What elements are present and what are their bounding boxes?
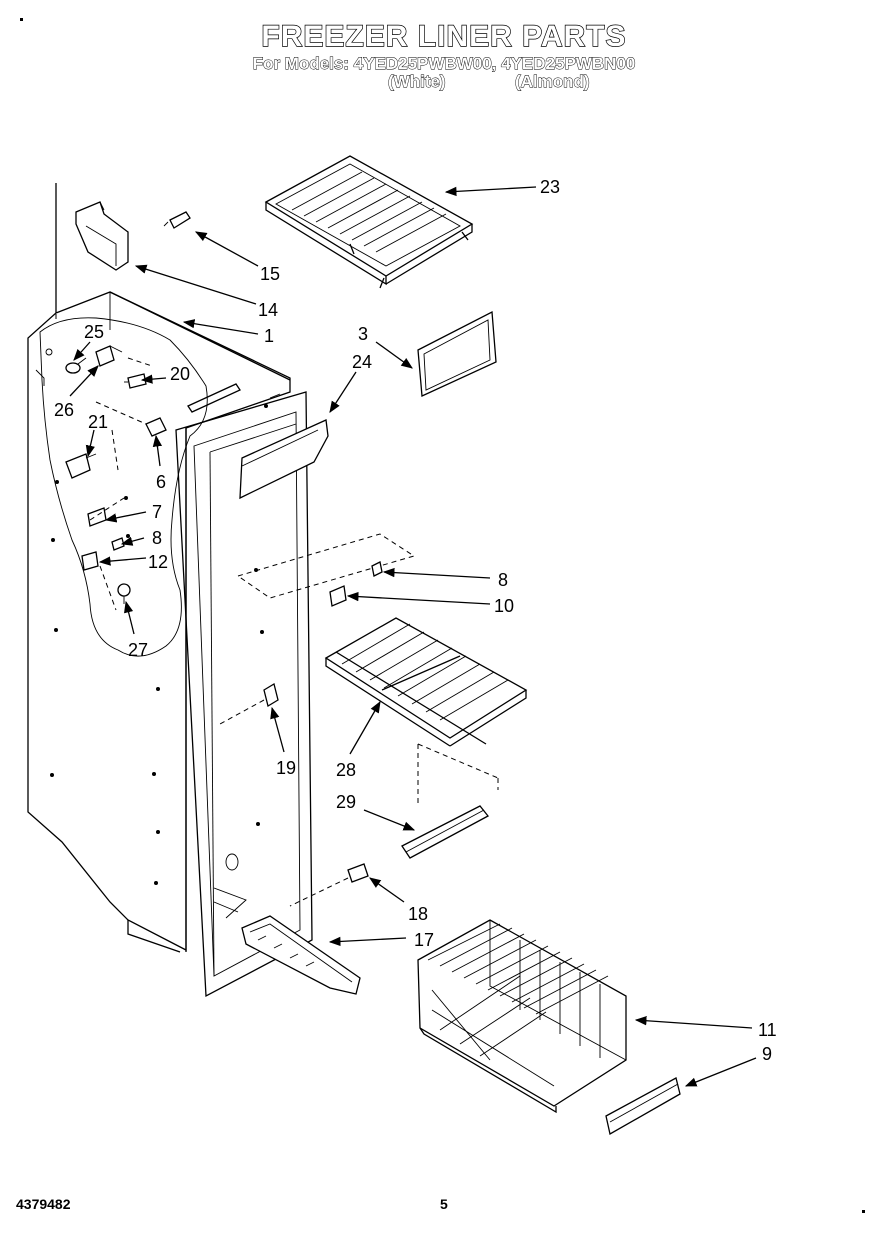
variant-white: (White) — [388, 72, 446, 92]
models-subtitle: For Models: 4YED25PWBW00, 4YED25PWBN00 — [252, 54, 636, 74]
callout-28: 28 — [336, 760, 356, 780]
callout-24: 24 — [352, 352, 372, 372]
part-17-bottom-trim — [241, 915, 361, 995]
callout-23: 23 — [540, 177, 560, 197]
callout-9: 9 — [762, 1044, 772, 1064]
part-23-shelf — [264, 155, 474, 289]
callout-labels: 23 15 14 1 3 24 25 26 20 21 6 7 8 12 27 … — [54, 177, 777, 1064]
corner-mark — [20, 18, 23, 21]
callout-25: 25 — [84, 322, 104, 342]
callout-12: 12 — [148, 552, 168, 572]
color-variants: (White) (Almond) — [0, 72, 888, 94]
callout-17: 17 — [414, 930, 434, 950]
callout-6: 6 — [156, 472, 166, 492]
part-29-trim — [401, 805, 489, 859]
callout-26: 26 — [54, 400, 74, 420]
callout-29: 29 — [336, 792, 356, 812]
callout-18: 18 — [408, 904, 428, 924]
page-title: FREEZER LINER PARTS — [261, 19, 627, 53]
part-8-10-hardware — [236, 533, 416, 607]
callout-27: 27 — [128, 640, 148, 660]
callout-3: 3 — [358, 324, 368, 344]
document-number: 4379482 — [16, 1196, 71, 1212]
callout-8-left: 8 — [152, 528, 162, 548]
callout-10: 10 — [494, 596, 514, 616]
part-3-frame — [417, 310, 497, 397]
callout-arrows — [69, 186, 757, 1087]
freezer-liner-drawing — [27, 183, 313, 998]
callout-21: 21 — [88, 412, 108, 432]
callout-11: 11 — [758, 1020, 777, 1040]
corner-mark — [862, 1210, 865, 1213]
callout-15: 15 — [260, 264, 280, 284]
callout-8-right: 8 — [498, 570, 508, 590]
callout-20: 20 — [170, 364, 190, 384]
callout-1: 1 — [264, 326, 274, 346]
callout-14: 14 — [258, 300, 278, 320]
part-11-basket — [417, 919, 627, 1114]
part-24-deflector — [239, 419, 329, 500]
part-9-handle — [605, 1077, 681, 1136]
page-number: 5 — [440, 1196, 448, 1212]
part-18-screw — [289, 863, 369, 907]
part-28-wire-shelf — [324, 617, 528, 806]
callout-19: 19 — [276, 758, 296, 778]
callout-7: 7 — [152, 502, 162, 522]
variant-almond: (Almond) — [515, 72, 590, 92]
